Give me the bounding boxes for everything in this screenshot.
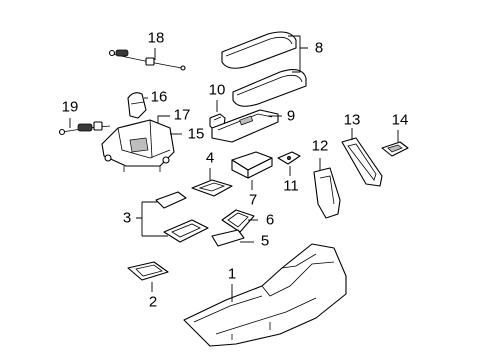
callout-15: 15 — [188, 126, 205, 143]
callout-12: 12 — [312, 138, 329, 155]
callout-5: 5 — [261, 233, 269, 250]
tray-part-3 — [155, 191, 209, 243]
armrest-lid-part-8 — [221, 31, 307, 107]
lid-panel-part-9 — [211, 109, 279, 143]
cable-part-19 — [58, 121, 111, 136]
callout-3: 3 — [123, 210, 131, 227]
base-plate-part-5 — [211, 229, 245, 247]
callout-2: 2 — [149, 294, 157, 311]
callout-17: 17 — [174, 107, 191, 124]
switch-part-14 — [381, 141, 409, 157]
callout-6: 6 — [266, 212, 274, 229]
leader-8 — [288, 35, 308, 73]
callout-10: 10 — [209, 82, 226, 99]
cup-holder-part-6 — [221, 209, 255, 233]
callout-8: 8 — [315, 40, 323, 57]
leader-3 — [136, 201, 168, 237]
shift-knob-part-16 — [127, 92, 147, 119]
callout-13: 13 — [344, 112, 361, 129]
callout-1: 1 — [228, 266, 236, 283]
insert-part-7 — [231, 151, 273, 179]
leader-17 — [157, 115, 170, 124]
mat-part-2 — [127, 261, 169, 281]
tray-part-4 — [191, 179, 233, 197]
side-trim-part-12 — [313, 167, 341, 219]
callout-9: 9 — [287, 108, 295, 125]
console-body-part-1 — [183, 243, 347, 347]
callout-11: 11 — [283, 178, 299, 195]
side-panel-part-13 — [341, 137, 383, 187]
callout-19: 19 — [62, 99, 79, 116]
shifter-assembly-part-15 — [101, 119, 175, 172]
callout-7: 7 — [249, 192, 257, 209]
callout-4: 4 — [206, 150, 214, 167]
callout-18: 18 — [148, 30, 165, 47]
shift-cable-part-18 — [108, 49, 186, 71]
callout-16: 16 — [151, 89, 168, 106]
callout-14: 14 — [392, 112, 409, 129]
bracket-part-11 — [277, 151, 301, 165]
